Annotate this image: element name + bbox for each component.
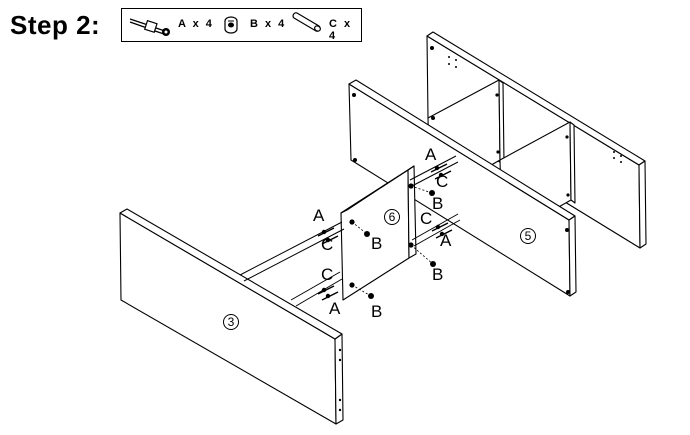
callout-b-mid-bottom: B <box>371 302 382 321</box>
wooden-dowel-icon <box>292 12 321 32</box>
parts-legend: A x 4 B x 4 C x 4 <box>121 8 362 42</box>
panel-5-assembly <box>348 31 647 297</box>
panel-3-number: 3 <box>228 315 235 329</box>
panel-5-number-circle <box>520 228 536 244</box>
panel-6-number-circle <box>384 209 400 225</box>
callout-a-left-bottom: A <box>329 299 341 318</box>
callout-b-right-bottom: B <box>432 265 443 284</box>
part-b-quantity: B x 4 <box>250 18 287 30</box>
panel-6 <box>340 165 417 301</box>
callout-a-left-top: A <box>313 206 325 225</box>
callout-b-mid-top: B <box>371 234 382 253</box>
cam-bolt-icon <box>129 18 170 36</box>
panel-6-number: 6 <box>389 210 396 224</box>
step-title: Step 2: <box>10 10 101 40</box>
callout-c-left-bottom: C <box>321 265 333 284</box>
callout-a-right-bottom: A <box>440 231 452 250</box>
callout-c-left-top: C <box>321 235 333 254</box>
callout-a-right-top: A <box>425 145 437 164</box>
part-a-quantity: A x 4 <box>178 18 214 30</box>
panel-3-number-circle <box>223 314 239 330</box>
callout-c-right-bottom: C <box>420 209 432 228</box>
panel-5-number: 5 <box>525 229 532 243</box>
part-c-quantity: C x 4 <box>329 18 353 42</box>
callout-c-right-top: C <box>436 172 448 191</box>
cam-lock-icon <box>224 16 238 34</box>
callout-b-right-top: B <box>432 194 443 213</box>
